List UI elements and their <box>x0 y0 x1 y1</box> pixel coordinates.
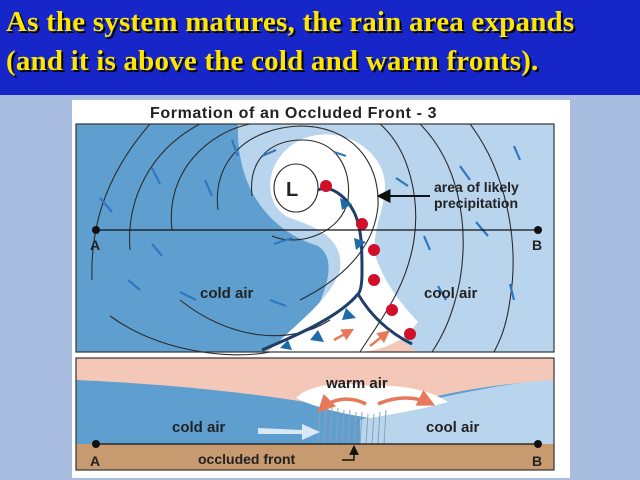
cs-warm-air-region <box>76 358 554 416</box>
cs-ground <box>76 444 554 470</box>
map-point-b-label: B <box>532 237 542 253</box>
occluded-front-line <box>317 187 364 296</box>
cs-warm-air-label: warm air <box>325 375 388 392</box>
cold-front-line <box>261 293 360 352</box>
point-b-marker <box>534 226 542 234</box>
cross-section-panel: warm air cold air cool air A B occluded … <box>75 357 555 471</box>
isobars <box>91 123 514 356</box>
cs-warm-arrow-right <box>377 389 436 406</box>
map-cold-air-label: cold air <box>200 285 254 302</box>
map-cold-region <box>76 124 329 352</box>
cs-cool-air-label: cool air <box>426 419 480 436</box>
cs-cold-push-arrow <box>258 424 320 440</box>
precipitation-area <box>268 134 418 352</box>
slide-header: As the system matures, the rain area exp… <box>0 0 640 95</box>
figure-title: Formation of an Occluded Front - 3 <box>150 105 437 122</box>
point-a-marker <box>92 226 100 234</box>
cs-warm-arrow-left <box>317 393 367 413</box>
cs-occluded-front-label: occluded front <box>198 451 296 467</box>
cs-border <box>75 357 555 471</box>
occluded-front-pointer <box>342 445 359 461</box>
map-cool-air-label: cool air <box>424 285 478 302</box>
cs-point-b-label: B <box>532 453 542 469</box>
map-border <box>75 123 555 353</box>
map-point-a-label: A <box>90 237 100 253</box>
headline-line-2: (and it is above the cold and warm front… <box>6 45 539 77</box>
cs-point-a-label: A <box>90 453 100 469</box>
cs-cold-air-label: cold air <box>172 419 226 436</box>
warm-front-line <box>356 293 413 346</box>
precip-label-line2: precipitation <box>434 195 518 211</box>
headline-line-1: As the system matures, the rain area exp… <box>6 6 575 38</box>
low-pressure-label: L <box>286 179 298 201</box>
cs-cool-air-region <box>360 378 554 452</box>
map-panel: L area of likely precipitation A B cold … <box>75 123 555 356</box>
wind-arrows <box>99 139 522 308</box>
precip-label-line1: area of likely <box>434 179 519 195</box>
cs-point-a-marker <box>92 440 100 448</box>
fronts <box>261 180 416 352</box>
cs-point-b-marker <box>534 440 542 448</box>
